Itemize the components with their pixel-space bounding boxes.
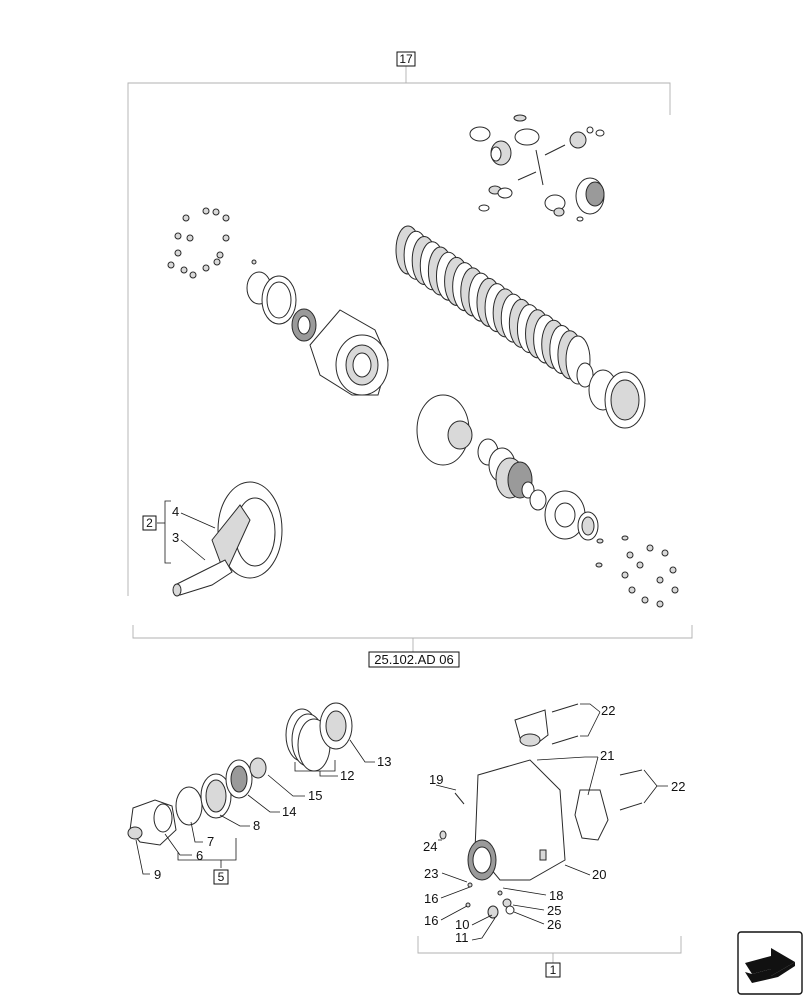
callout-20[interactable]: 20 — [564, 864, 606, 882]
group-box-5[interactable]: 5 — [213, 869, 229, 885]
left-hub-assembly — [246, 271, 389, 396]
subgroup-box-2[interactable]: 2 — [142, 515, 157, 531]
callout-10[interactable]: 10 — [455, 914, 493, 932]
reference-label[interactable]: 25.102.AD 06 — [368, 651, 460, 668]
callout-12[interactable]: 12 — [294, 760, 354, 783]
callout-3[interactable]: 3 — [172, 530, 206, 561]
callout-13[interactable]: 13 — [349, 739, 391, 769]
callout-22-bottom[interactable]: 22 — [643, 769, 685, 804]
right-hub-assembly — [416, 394, 604, 568]
svg-text:25: 25 — [547, 903, 561, 918]
callout-21[interactable]: 21 — [536, 748, 614, 796]
clutch-disc-pack — [395, 225, 591, 385]
svg-text:22: 22 — [601, 703, 615, 718]
callout-14[interactable]: 14 — [247, 794, 296, 819]
bevel-gear-and-pinion — [172, 481, 283, 597]
svg-text:17: 17 — [399, 52, 413, 66]
svg-text:4: 4 — [172, 504, 179, 519]
callout-15[interactable]: 15 — [267, 774, 322, 803]
svg-text:16: 16 — [424, 891, 438, 906]
svg-text:3: 3 — [172, 530, 179, 545]
callout-22-top[interactable]: 22 — [580, 703, 615, 737]
callout-8[interactable]: 8 — [219, 814, 260, 833]
callout-24[interactable]: 24 — [423, 839, 442, 854]
svg-text:24: 24 — [423, 839, 437, 854]
svg-text:23: 23 — [424, 866, 438, 881]
axle-housing-parts — [439, 703, 643, 919]
callout-9[interactable]: 9 — [135, 839, 161, 882]
callout-25[interactable]: 25 — [512, 903, 561, 918]
svg-text:1: 1 — [550, 963, 557, 977]
callout-18[interactable]: 18 — [502, 887, 563, 903]
svg-text:15: 15 — [308, 788, 322, 803]
callout-4[interactable]: 4 — [172, 504, 216, 529]
left-bottom-parts — [127, 702, 353, 846]
svg-text:6: 6 — [196, 848, 203, 863]
svg-text:18: 18 — [549, 888, 563, 903]
svg-text:12: 12 — [340, 768, 354, 783]
svg-text:5: 5 — [218, 870, 225, 884]
callout-11[interactable]: 11 — [455, 917, 496, 945]
right-group-frame — [417, 936, 682, 963]
subgroup-bracket — [157, 500, 171, 564]
next-page-arrow-icon[interactable] — [737, 931, 803, 995]
svg-text:26: 26 — [547, 917, 561, 932]
callout-16-lower[interactable]: 16 — [424, 905, 468, 928]
differential-gears — [469, 114, 605, 222]
svg-text:7: 7 — [207, 834, 214, 849]
svg-text:2: 2 — [146, 516, 153, 530]
svg-text:25.102.AD 06: 25.102.AD 06 — [374, 652, 454, 667]
svg-text:9: 9 — [154, 867, 161, 882]
svg-text:16: 16 — [424, 913, 438, 928]
group-box-1[interactable]: 1 — [545, 962, 561, 978]
left-group-bracket — [177, 838, 237, 868]
svg-text:21: 21 — [600, 748, 614, 763]
callout-7[interactable]: 7 — [190, 821, 214, 849]
svg-text:11: 11 — [455, 930, 469, 945]
svg-text:19: 19 — [429, 772, 443, 787]
callout-6[interactable]: 6 — [164, 833, 203, 863]
top-group-frame — [127, 66, 693, 652]
svg-text:22: 22 — [671, 779, 685, 794]
svg-text:20: 20 — [592, 867, 606, 882]
bolt-circle-left — [167, 207, 257, 279]
callout-23[interactable]: 23 — [424, 866, 468, 883]
group-box-17[interactable]: 17 — [396, 51, 416, 67]
svg-text:10: 10 — [455, 917, 469, 932]
svg-text:13: 13 — [377, 754, 391, 769]
svg-text:8: 8 — [253, 818, 260, 833]
svg-text:14: 14 — [282, 804, 296, 819]
callout-19[interactable]: 19 — [429, 772, 457, 791]
callout-26[interactable]: 26 — [513, 911, 561, 932]
right-seal-rings — [576, 362, 646, 429]
callout-16-upper[interactable]: 16 — [424, 886, 471, 906]
bolt-circle-right — [621, 535, 679, 608]
